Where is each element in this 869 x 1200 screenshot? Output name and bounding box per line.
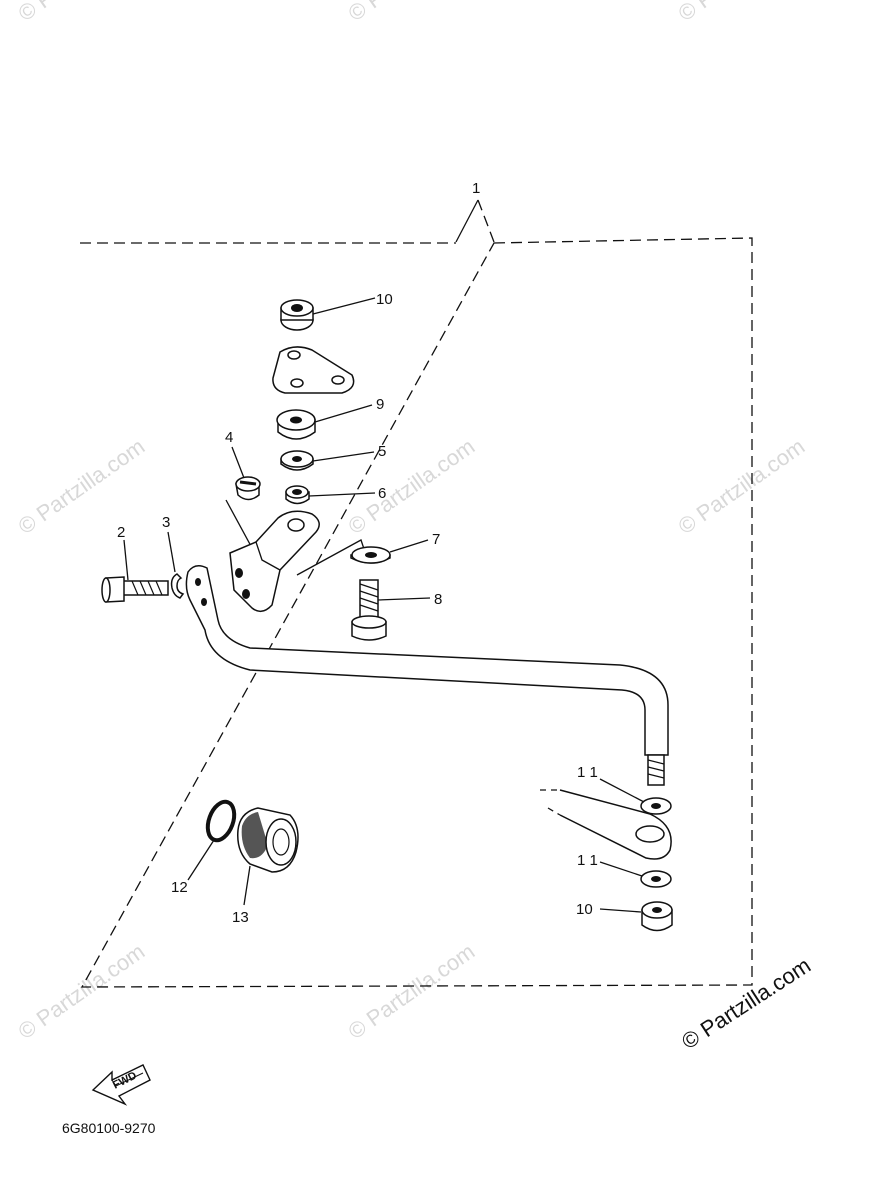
callout-8: 8 <box>434 591 442 608</box>
callout-1: 1 <box>472 180 480 197</box>
watermark: © Partzilla.com <box>674 434 810 540</box>
nut-part-10-top <box>280 299 314 331</box>
watermark: © Partzilla.com <box>14 0 150 26</box>
callout-7: 7 <box>432 531 440 548</box>
leader-line-11a <box>599 778 645 803</box>
nut-part-10-bottom <box>641 901 673 932</box>
washer-part-5 <box>280 450 314 471</box>
assembly-boundary <box>80 237 753 988</box>
link-plate <box>540 789 672 860</box>
leader-line-13 <box>243 865 251 906</box>
washer-part-7 <box>350 546 391 564</box>
callout-3: 3 <box>162 514 170 531</box>
watermark-layer: © Partzilla.com © Partzilla.com © Partzi… <box>14 0 810 1044</box>
callout-10-top: 10 <box>376 291 393 308</box>
brand-watermark: © Partzilla.com <box>677 952 815 1054</box>
leader-line-10a <box>312 297 376 315</box>
leader-line-6 <box>308 492 376 497</box>
callout-6: 6 <box>378 485 386 502</box>
watermark: © Partzilla.com <box>344 939 480 1045</box>
nut-part-4 <box>235 476 261 501</box>
diagram-code: 6G80100-9270 <box>62 1120 156 1136</box>
callout-2: 2 <box>117 524 125 541</box>
steering-arm <box>185 565 669 786</box>
watermark: © Partzilla.com <box>674 0 810 26</box>
leader-line-1b <box>477 199 495 243</box>
callout-13: 13 <box>232 909 249 926</box>
callout-10-bottom: 10 <box>576 901 593 918</box>
bracket <box>229 510 320 613</box>
leader-line-5 <box>312 451 375 462</box>
bushing-part-6 <box>285 485 310 505</box>
triangle-plate <box>272 346 355 394</box>
callout-11-upper: 1 1 <box>577 764 598 781</box>
leader-line-2 <box>123 539 129 581</box>
washer-part-9 <box>276 409 316 440</box>
o-ring-part-12 <box>205 799 237 843</box>
callout-4: 4 <box>225 429 233 446</box>
washer-part-11-upper <box>640 797 672 815</box>
leader-line-4 <box>231 446 245 479</box>
cap-nut-part-13 <box>237 807 299 873</box>
leader-line-12 <box>187 839 215 881</box>
callout-11-lower: 1 1 <box>577 852 598 869</box>
callout-5: 5 <box>378 443 386 460</box>
watermark: © Partzilla.com <box>344 0 480 26</box>
clip-part-3 <box>170 573 185 599</box>
fwd-arrow-icon: FWD <box>91 1064 151 1106</box>
leader-line-3 <box>167 531 176 573</box>
leader-line-1 <box>455 199 479 243</box>
leader-line-11b <box>599 861 643 877</box>
bolt-part-8 <box>351 579 387 641</box>
callout-12: 12 <box>171 879 188 896</box>
leader-line-7 <box>389 539 429 553</box>
watermark: © Partzilla.com <box>14 939 150 1045</box>
callout-9: 9 <box>376 396 384 413</box>
leader-line-8 <box>377 597 431 601</box>
bolt-part-2 <box>101 576 169 603</box>
watermark: © Partzilla.com <box>14 434 150 540</box>
washer-part-11-lower <box>640 870 672 888</box>
leader-line-9 <box>314 404 373 423</box>
watermark: © Partzilla.com <box>344 434 480 540</box>
leader-line-10b <box>599 908 642 913</box>
